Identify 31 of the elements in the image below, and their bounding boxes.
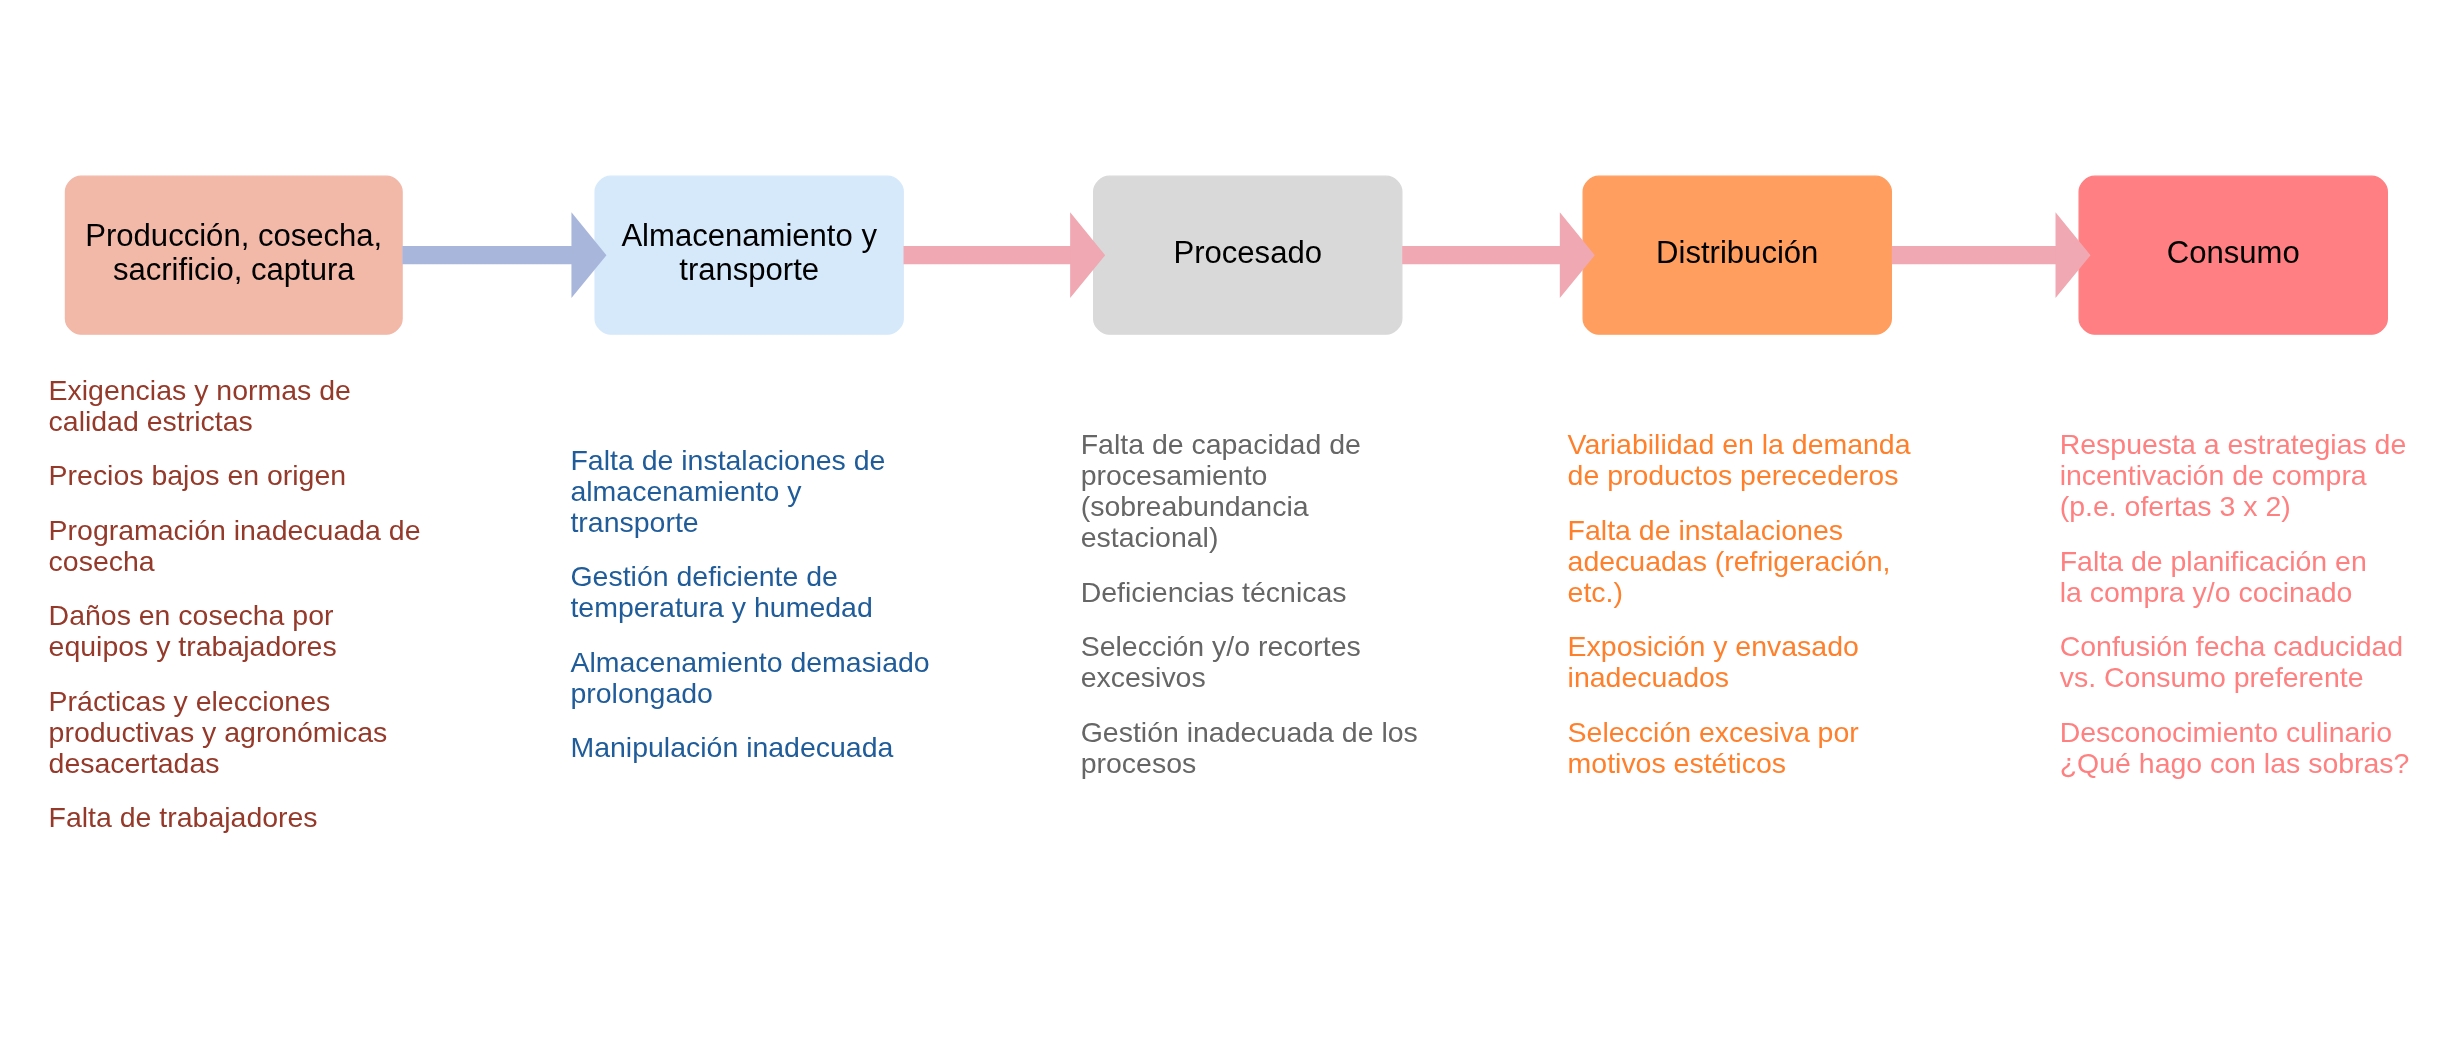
node-label: Respuesta a estrategias de incentivación de compra (p.e. ofertas 3 x 2): [2059, 427, 2407, 522]
node-label: Almacenamiento demasiado prolongado: [570, 645, 930, 709]
node-label: Confusión fecha caducidad vs. Consumo preferente: [2059, 629, 2404, 693]
node-box: Procesado: [1093, 175, 1403, 335]
node-label: Selección y/o recortes excesivos: [1080, 629, 1361, 693]
arrow: [402, 211, 607, 298]
node-label: Daños en cosecha por equipos y trabajadores: [48, 598, 337, 662]
node-label: Variabilidad en la demanda de productos perecederos: [1567, 427, 1911, 491]
node-label: Deficiencias técnicas: [1080, 575, 1347, 608]
node-label: Selección excesiva por motivos estéticos: [1567, 715, 1859, 779]
node-label: Falta de capacidad de procesamiento (sobreabundancia estacional): [1080, 427, 1361, 553]
node-label: Precios bajos en origen: [48, 458, 347, 491]
node-box: Producción, cosecha, sacrificio, captura: [64, 175, 403, 335]
node-label: Prácticas y elecciones productivas y agronómicas desacertadas: [48, 683, 388, 779]
node-box: Almacenamiento y transporte: [594, 175, 904, 335]
node-label: Programación inadecuada de cosecha: [48, 513, 421, 577]
node-label: Gestión deficiente de temperatura y humedad: [570, 559, 873, 623]
node-label: Manipulación inadecuada: [570, 730, 894, 763]
node-label: Gestión inadecuada de los procesos: [1080, 715, 1418, 779]
node-label: Falta de instalaciones de almacenamiento y transporte: [570, 443, 886, 538]
arrow: [1891, 211, 2091, 298]
node-label: Desconocimiento culinario ¿Qué hago con las sobras?: [2059, 715, 2410, 779]
node-label: Falta de planificación en la compra y/o cocinado: [2059, 544, 2367, 608]
node-box: Distribución: [1582, 175, 1892, 335]
node-label: Exigencias y normas de calidad estrictas: [48, 373, 351, 437]
node-box: Consumo: [2078, 175, 2388, 335]
node-label: Exposición y envasado inadecuados: [1567, 629, 1859, 693]
node-label: Falta de trabajadores: [48, 800, 318, 833]
arrow: [903, 211, 1106, 298]
node-label: Falta de instalaciones adecuadas (refrigeración, etc.): [1567, 513, 1891, 608]
arrow: [1402, 211, 1595, 298]
